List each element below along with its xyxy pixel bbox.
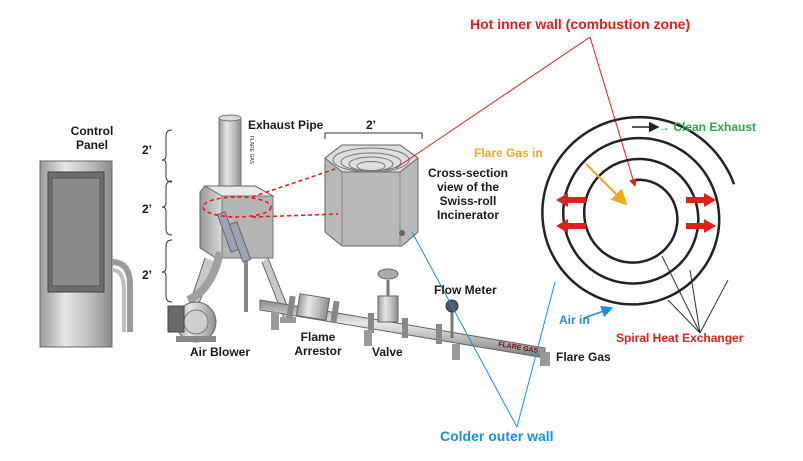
spiral-heat-exchanger-label: Spiral Heat Exchanger <box>616 331 744 345</box>
flare-gas-pipeline: FLARE GAS <box>259 268 550 366</box>
exhaust-pipe-label: Exhaust Pipe <box>248 118 324 132</box>
exhaust-pipe: FLARE GAS <box>218 114 254 187</box>
control-panel-label: Control Panel <box>70 124 114 152</box>
clean-exhaust-label: → Clean Exhaust <box>658 120 757 134</box>
control-panel <box>39 160 133 348</box>
valve-label: Valve <box>372 345 403 359</box>
dimension-top-label: 2’ <box>142 143 153 157</box>
svg-text:FLARE GAS: FLARE GAS <box>248 136 254 165</box>
heat-arrows-right <box>686 193 716 233</box>
air-blower <box>167 251 224 343</box>
flare-gas-label: Flare Gas <box>556 350 611 364</box>
cross-section-label: Cross-section view of the Swiss-roll Inc… <box>427 166 509 222</box>
flare-gas-in-label: Flare Gas in <box>474 146 543 160</box>
flame-arrestor-label: Flame Arrestor <box>294 330 342 358</box>
dimension-width-label: 2’ <box>366 118 377 132</box>
heat-arrows-left <box>556 193 586 233</box>
cross-section-cube <box>324 144 419 247</box>
dimension-braces <box>161 129 423 303</box>
hot-inner-wall-label: Hot inner wall (combustion zone) <box>470 16 691 32</box>
dimension-middle-label: 2’ <box>142 202 153 216</box>
cross-section-callout <box>202 168 339 218</box>
air-blower-label: Air Blower <box>190 345 251 359</box>
colder-outer-wall-label: Colder outer wall <box>440 428 554 444</box>
flow-meter-label: Flow Meter <box>434 283 497 297</box>
spiral-heat-exchanger <box>541 115 736 334</box>
callout-lines <box>395 36 637 428</box>
air-in-label: Air in <box>559 313 590 327</box>
dimension-bottom-label: 2’ <box>142 268 153 282</box>
